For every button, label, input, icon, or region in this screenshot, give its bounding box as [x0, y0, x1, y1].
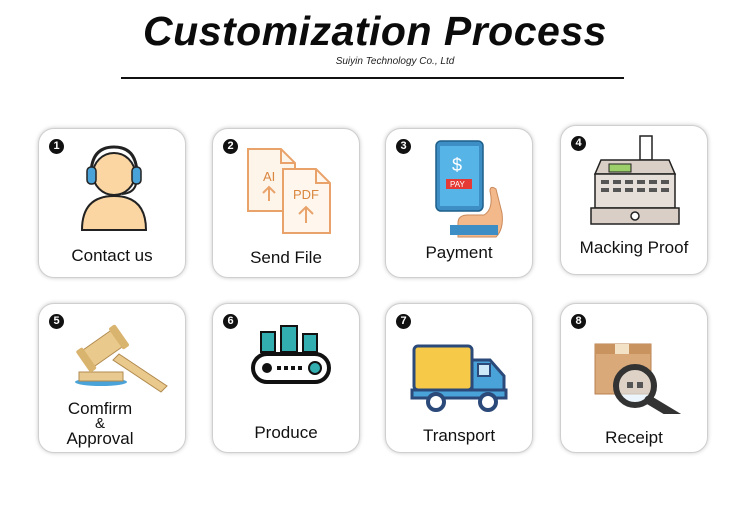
step-label: Transport [422, 426, 496, 445]
step-card-proof: 4 Macking Proof [560, 125, 708, 275]
gavel-icon [75, 324, 168, 393]
step-card-contact: 1 Contact us [38, 128, 186, 278]
step-number-badge: 7 [396, 314, 411, 329]
step-number-badge: 5 [49, 314, 64, 329]
step-number-badge: 2 [223, 139, 238, 154]
package-magnifier-icon [594, 343, 682, 414]
step-label: Macking Proof [579, 238, 689, 257]
step-label: Payment [425, 243, 493, 262]
step-number-badge: 4 [571, 136, 586, 151]
pdf-file-tag: PDF [293, 187, 319, 202]
title-underline [121, 77, 624, 79]
step-card-send-file: 2 AI PDF Send File [212, 128, 360, 278]
step-label-line: Comfirm [67, 399, 133, 418]
page-title: Customization Process [143, 8, 607, 54]
step-number-badge: 6 [223, 314, 238, 329]
step-card-payment: 3 $ PAY Payment [385, 128, 533, 278]
step-card-transport: 7 Transport [385, 303, 533, 453]
step-label-line: & [94, 415, 105, 432]
step-card-approval: 5 Comfirm & Approval [38, 303, 186, 453]
step-label: Produce [254, 423, 318, 442]
step-number-badge: 8 [571, 314, 586, 329]
headset-person-icon [80, 145, 148, 231]
ai-file-tag: AI [263, 169, 275, 184]
step-card-receipt: 8 Receipt [560, 303, 708, 453]
mobile-payment-icon: $ PAY [435, 140, 503, 238]
ai-pdf-files-icon: AI PDF [247, 148, 331, 234]
proof-machine-icon [590, 135, 680, 225]
dollar-sign: $ [452, 155, 462, 175]
step-number-badge: 1 [49, 139, 64, 154]
delivery-truck-icon [410, 344, 508, 412]
step-label: Send File [250, 248, 322, 267]
page-subtitle: Suiyin Technology Co., Ltd [335, 56, 455, 67]
step-number-badge: 3 [396, 139, 411, 154]
pay-tag: PAY [450, 180, 465, 189]
production-conveyor-icon [251, 325, 331, 384]
step-label-line: Approval [66, 429, 134, 448]
step-card-produce: 6 Produce [212, 303, 360, 453]
step-label: Contact us [71, 246, 153, 265]
step-label: Receipt [605, 428, 663, 447]
